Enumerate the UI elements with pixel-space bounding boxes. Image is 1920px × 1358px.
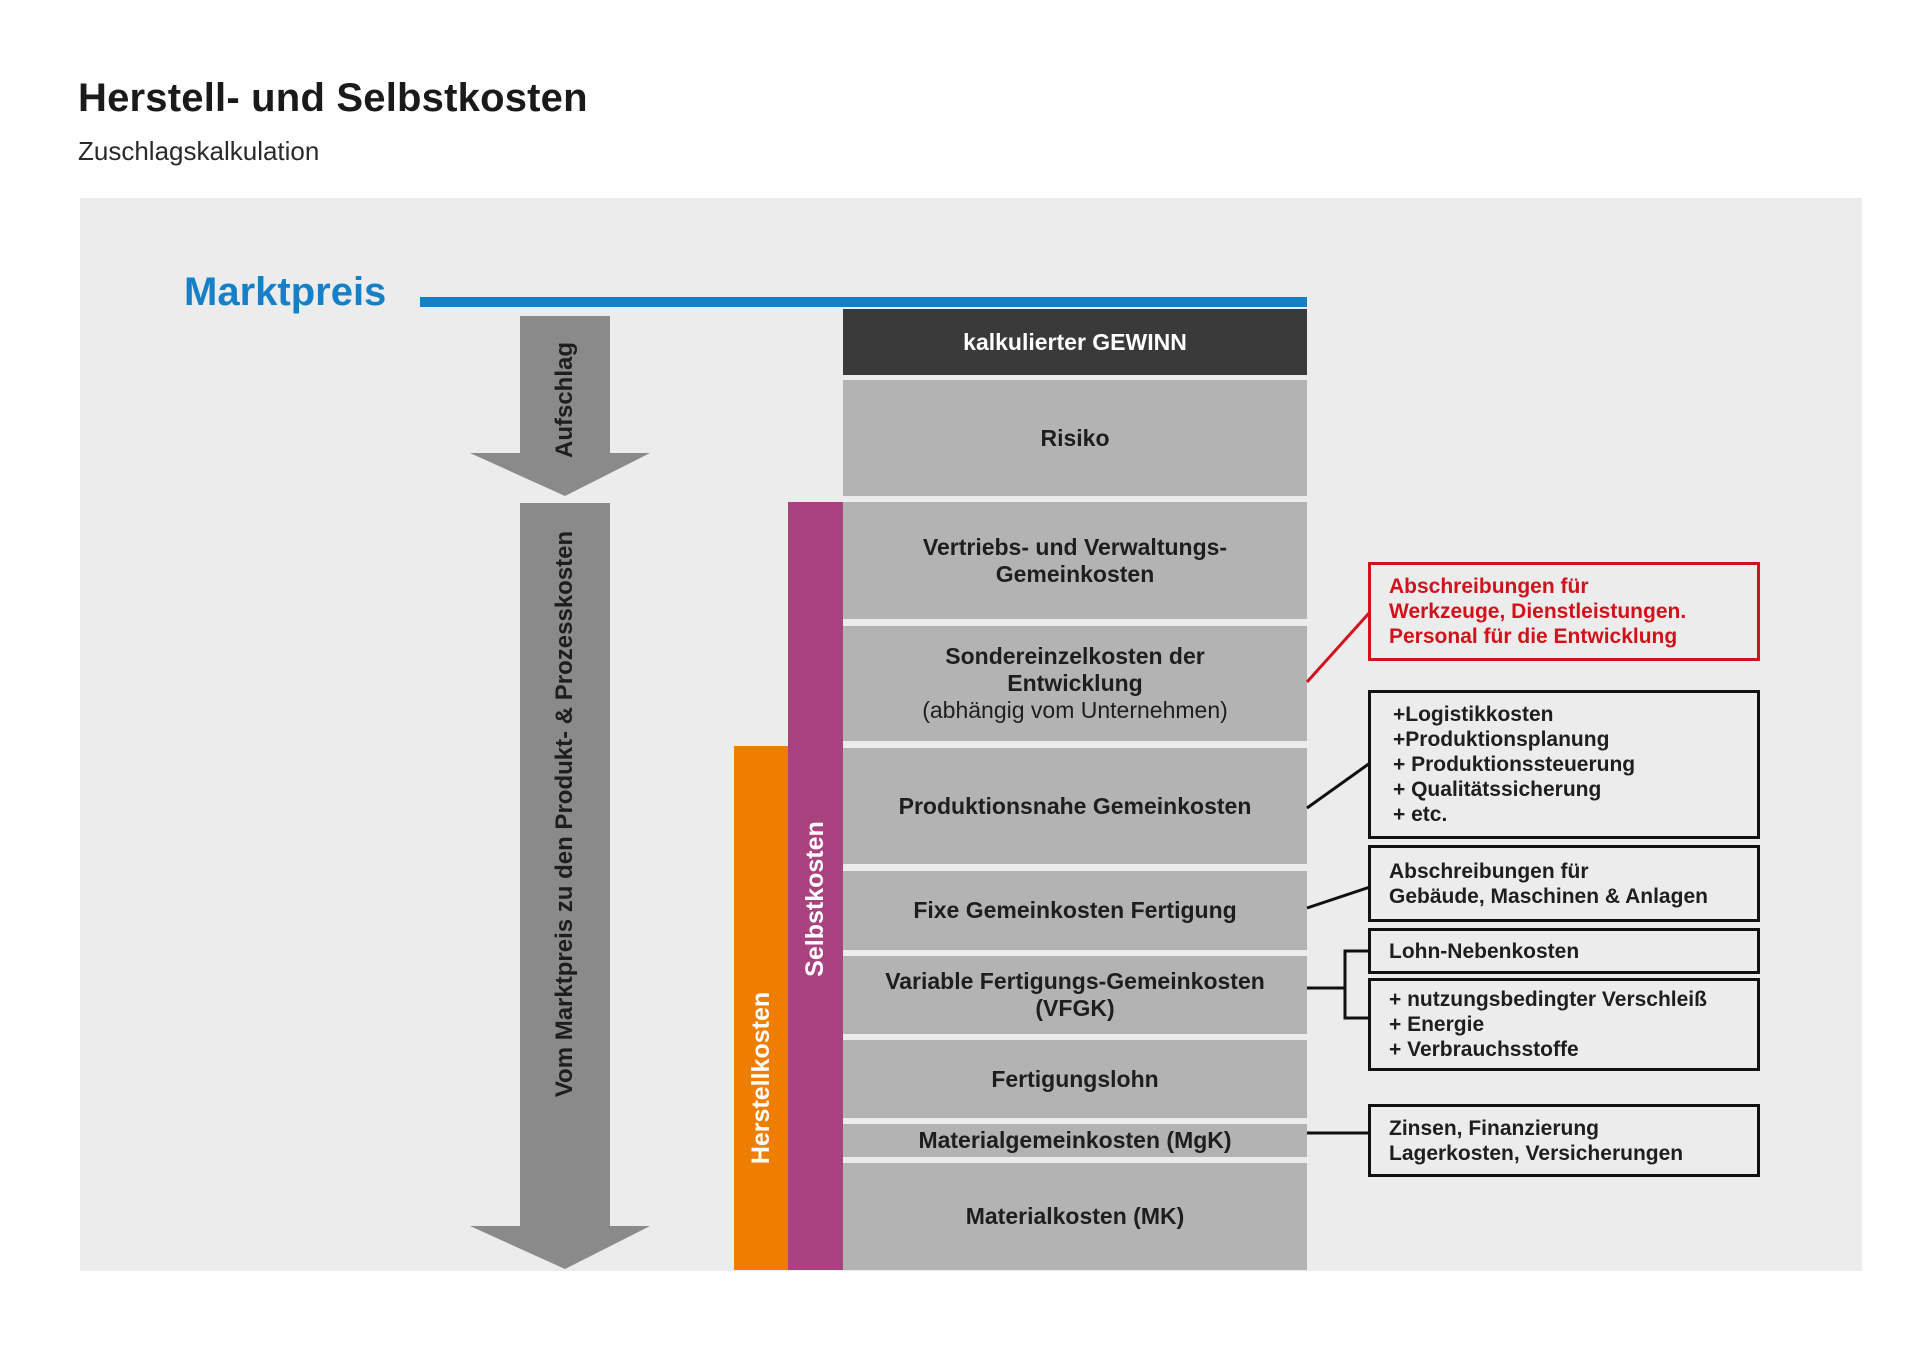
selbstkosten-bar <box>788 502 843 1270</box>
note-produktionsnahe-line-3: + Produktionssteuerung <box>1393 753 1636 776</box>
note-produktionsnahe-line-1: +Logistikkosten <box>1393 703 1554 726</box>
note-entwicklung-line-3: Personal für die Entwicklung <box>1389 625 1678 648</box>
block-fixe-gemeinkosten-label: Fixe Gemeinkosten Fertigung <box>913 897 1237 923</box>
herstellkosten-bar <box>734 746 788 1270</box>
note-entwicklung: Abschreibungen für Werkzeuge, Dienstleis… <box>1368 562 1760 661</box>
connector-produktionsnahe <box>1306 761 1371 810</box>
note-produktionsnahe-line-4: + Qualitätssicherung <box>1393 778 1602 801</box>
block-gewinn: kalkulierter GEWINN <box>843 309 1307 375</box>
note-lohn-nebenkosten-line-1: Lohn-Nebenkosten <box>1389 939 1580 963</box>
block-materialkosten: Materialkosten (MK) <box>843 1163 1307 1270</box>
note-produktionsnahe-line-5: + etc. <box>1393 803 1448 826</box>
block-produktionsnahe-label: Produktionsnahe Gemeinkosten <box>898 792 1252 819</box>
block-fertigungslohn-label: Fertigungslohn <box>991 1065 1159 1092</box>
note-fixe-line-2: Gebäude, Maschinen & Anlagen <box>1389 884 1708 908</box>
connector-fixe <box>1306 885 1371 910</box>
arrows-graphic <box>470 316 650 1269</box>
block-sondereinzelkosten-line-2: Entwicklung <box>1007 670 1143 696</box>
page-subtitle: Zuschlagskalkulation <box>78 136 320 166</box>
aufschlag-arrow <box>470 316 650 496</box>
note-entwicklung-line-1: Abschreibungen für <box>1389 575 1589 598</box>
block-risiko: Risiko <box>843 380 1307 496</box>
block-sondereinzelkosten-line-1: Sondereinzelkosten der <box>945 643 1205 669</box>
note-vfgk-line-3: + Verbrauchsstoffe <box>1389 1038 1579 1061</box>
block-risiko-label: Risiko <box>1040 424 1110 451</box>
note-vfgk: + nutzungsbedingter Verschleiß + Energie… <box>1368 978 1760 1071</box>
block-sondereinzelkosten: Sondereinzelkosten der Entwicklung (abhä… <box>843 626 1307 741</box>
block-vfgk-line-2: (VFGK) <box>1035 995 1115 1021</box>
vom-marktpreis-arrow <box>470 503 650 1269</box>
marktpreis-line <box>420 297 1307 307</box>
note-vfgk-line-2: + Energie <box>1389 1013 1485 1036</box>
block-vertrieb-line-2: Gemeinkosten <box>995 560 1155 587</box>
block-fixe-gemeinkosten: Fixe Gemeinkosten Fertigung <box>843 871 1307 950</box>
note-lohn-nebenkosten: Lohn-Nebenkosten <box>1368 928 1760 974</box>
page-title: Herstell- und Selbstkosten <box>78 76 588 120</box>
block-produktionsnahe: Produktionsnahe Gemeinkosten <box>843 748 1307 864</box>
block-materialgemeinkosten-label: Materialgemeinkosten (MgK) <box>918 1127 1232 1153</box>
note-mgk-line-2: Lagerkosten, Versicherungen <box>1389 1141 1684 1165</box>
block-vertrieb-line-1: Vertriebs- und Verwaltungs- <box>922 533 1228 560</box>
note-produktionsnahe-line-2: +Produktionsplanung <box>1393 728 1610 751</box>
note-vfgk-line-1: + nutzungsbedingter Verschleiß <box>1389 988 1707 1011</box>
marktpreis-label: Marktpreis <box>184 270 387 314</box>
note-produktionsnahe: +Logistikkosten +Produktionsplanung + Pr… <box>1368 690 1760 839</box>
note-mgk-line-1: Zinsen, Finanzierung <box>1389 1116 1600 1140</box>
connector-entwicklung <box>1305 610 1372 684</box>
block-materialgemeinkosten: Materialgemeinkosten (MgK) <box>843 1124 1307 1157</box>
block-gewinn-label: kalkulierter GEWINN <box>963 328 1187 355</box>
block-vertrieb-verwaltung: Vertriebs- und Verwaltungs- Gemeinkosten <box>843 502 1307 619</box>
note-fixe: Abschreibungen für Gebäude, Maschinen & … <box>1368 845 1760 922</box>
block-sondereinzelkosten-note: (abhängig vom Unternehmen) <box>922 697 1228 723</box>
block-vfgk: Variable Fertigungs-Gemeinkosten (VFGK) <box>843 956 1307 1034</box>
block-materialkosten-label: Materialkosten (MK) <box>965 1203 1185 1229</box>
note-entwicklung-line-2: Werkzeuge, Dienstleistungen. <box>1389 600 1687 623</box>
block-fertigungslohn: Fertigungslohn <box>843 1040 1307 1118</box>
connector-vfgk-bracket <box>1343 949 1370 1020</box>
block-vfgk-line-1: Variable Fertigungs-Gemeinkosten <box>885 968 1265 994</box>
note-fixe-line-1: Abschreibungen für <box>1389 859 1589 883</box>
note-mgk: Zinsen, Finanzierung Lagerkosten, Versic… <box>1368 1104 1760 1177</box>
